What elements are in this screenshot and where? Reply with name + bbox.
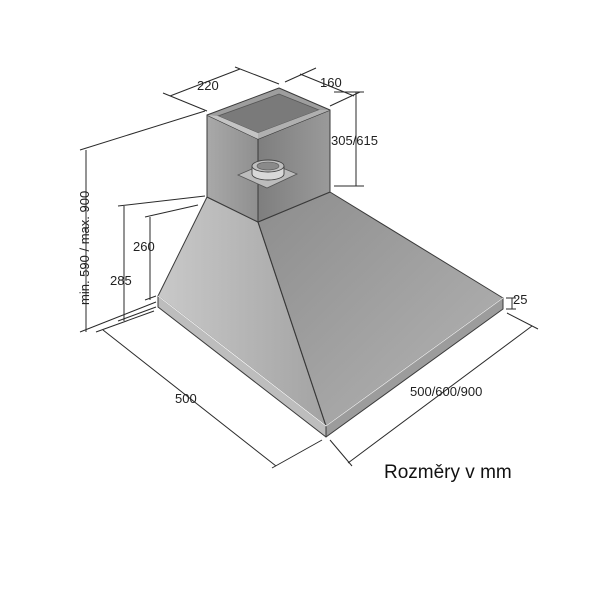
label-front-edge: 25	[513, 292, 527, 307]
label-width-options: 500/600/900	[410, 384, 482, 399]
label-chimney-height: 305/615	[331, 133, 378, 148]
label-depth: 500	[175, 391, 197, 406]
label-chimney-width: 220	[197, 78, 219, 93]
hood-body	[157, 87, 504, 438]
label-canopy-height-inner: 260	[133, 239, 155, 254]
caption: Rozměry v mm	[384, 462, 512, 483]
dimension-lines	[79, 66, 539, 469]
label-canopy-height-outer: 285	[110, 273, 132, 288]
label-total-height: min. 590 / max. 900	[77, 191, 92, 305]
label-chimney-depth: 160	[320, 75, 342, 90]
exhaust-collar	[237, 159, 298, 189]
